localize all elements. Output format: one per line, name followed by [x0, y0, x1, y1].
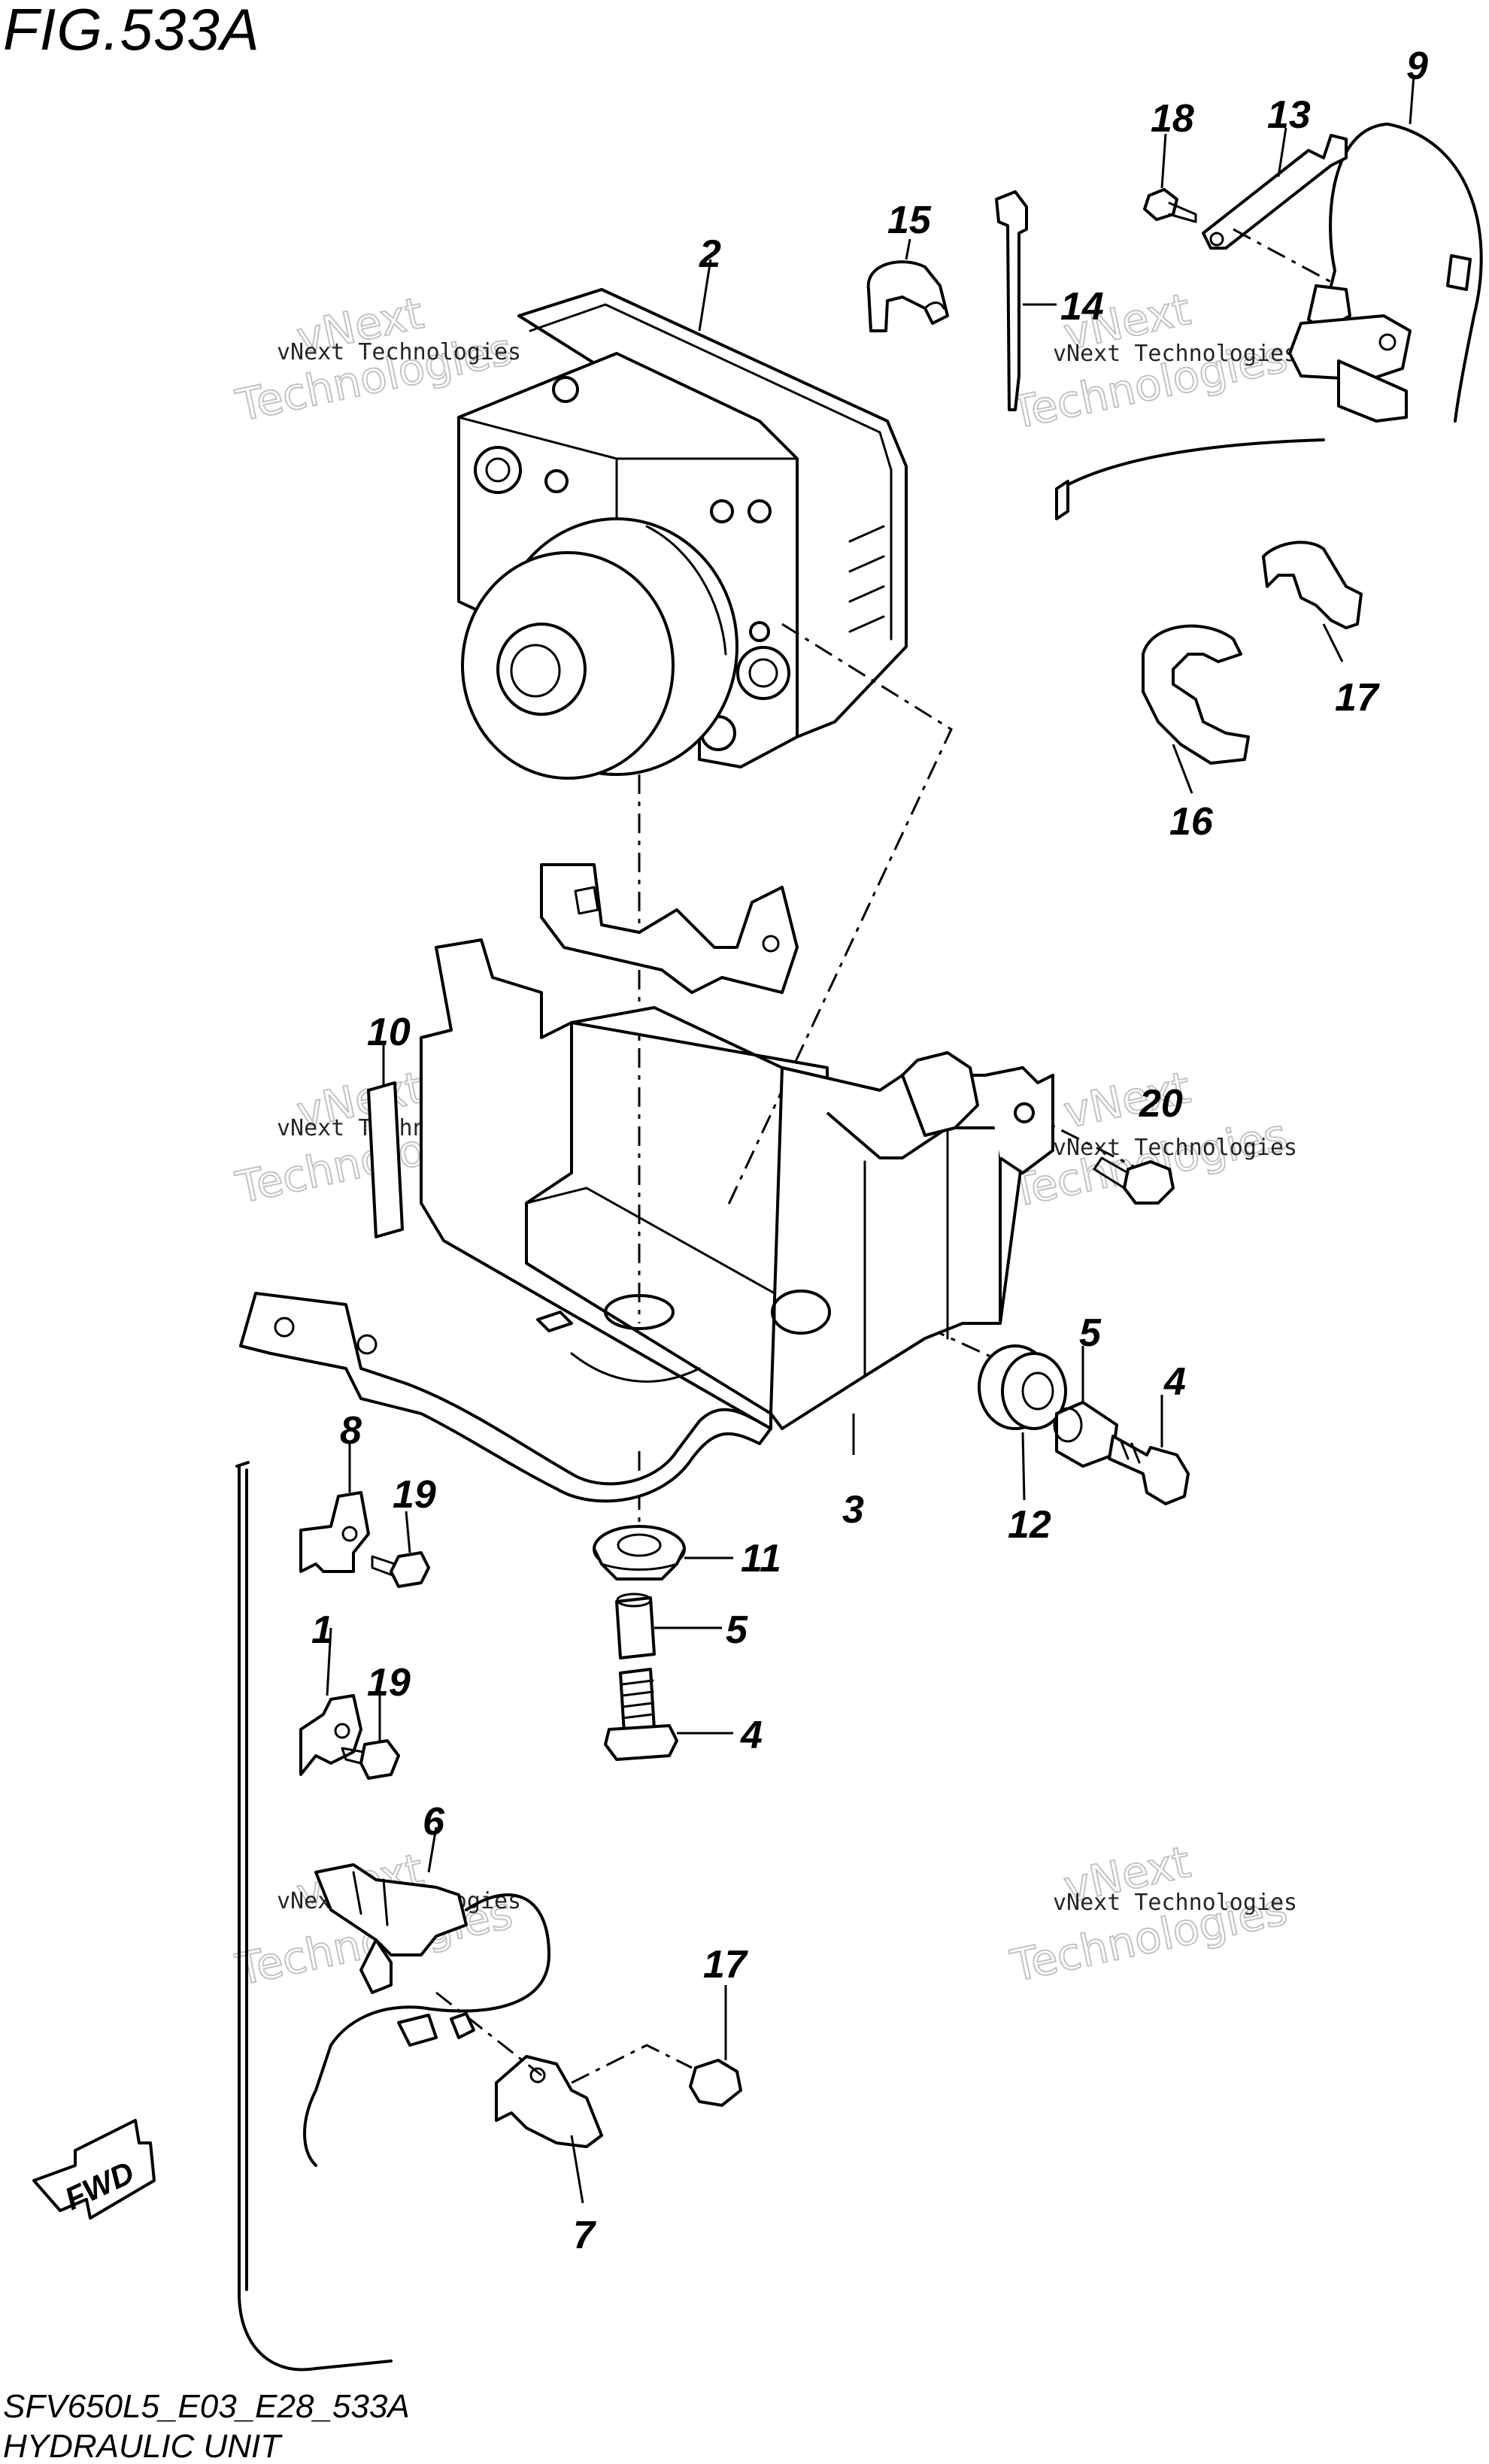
clamp-part-17-upper[interactable] — [1262, 541, 1363, 662]
callout-17b: 17 — [703, 1943, 748, 1987]
callout-8: 8 — [340, 1409, 362, 1453]
callout-6: 6 — [423, 1800, 445, 1844]
watermark-2: Technologies vNext vNext Technologies — [1005, 283, 1297, 440]
leader-15 — [905, 238, 911, 260]
callout-13: 13 — [1267, 93, 1311, 137]
clamp-part-13[interactable] — [1202, 134, 1348, 283]
callout-9: 9 — [1406, 44, 1428, 88]
bracket-part-3[interactable] — [239, 863, 1054, 1503]
callout-14: 14 — [1060, 285, 1104, 329]
strip-part-10[interactable] — [367, 1041, 404, 1238]
forward-arrow: FWD — [32, 2119, 156, 2220]
svg-text:vNext Technologies: vNext Technologies — [277, 339, 521, 365]
callout-4b: 4 — [740, 1714, 763, 1757]
watermark-6: Technologies vNext vNext Technologies — [1005, 1835, 1297, 1993]
clamp-part-1[interactable] — [299, 1627, 362, 1776]
clamp-part-7[interactable] — [435, 1991, 693, 2204]
bolt-part-18[interactable] — [1143, 133, 1197, 223]
hydraulic-unit-part-2[interactable] — [457, 288, 908, 780]
cable-tie-part-14[interactable] — [995, 190, 1057, 411]
bolt-part-19-lower[interactable] — [341, 1696, 400, 1780]
collar-part-5-lower[interactable] — [615, 1593, 722, 1659]
sensor-part-9[interactable] — [1055, 123, 1483, 520]
svg-text:vNext Technologies: vNext Technologies — [1053, 1890, 1297, 1916]
callout-16: 16 — [1169, 800, 1214, 844]
grommet-part-11[interactable] — [593, 1525, 733, 1581]
figure-code: SFV650L5_E03_E28_533A — [3, 2388, 410, 2425]
callout-1: 1 — [311, 1608, 333, 1652]
callout-3: 3 — [842, 1488, 864, 1532]
alignment-line-3 — [819, 1277, 1001, 1362]
leader-13 — [1277, 127, 1287, 177]
callout-5b: 5 — [726, 1608, 748, 1652]
callout-19a: 19 — [393, 1473, 436, 1517]
callout-18: 18 — [1151, 97, 1194, 141]
callout-5a: 5 — [1079, 1311, 1102, 1355]
leader-9 — [1409, 74, 1415, 125]
alignment-line-2 — [724, 623, 953, 1211]
figure-title: FIG.533A — [3, 0, 260, 62]
bolt-part-19-upper[interactable] — [371, 1511, 430, 1588]
clamp-part-8[interactable] — [299, 1444, 370, 1573]
leader-2 — [698, 259, 712, 332]
figure-name: HYDRAULIC UNIT — [3, 2428, 283, 2464]
bolt-part-4-upper[interactable] — [1108, 1395, 1190, 1505]
callout-4a: 4 — [1163, 1360, 1186, 1404]
callout-15: 15 — [887, 199, 932, 242]
svg-text:vNext Technologies: vNext Technologies — [1053, 341, 1297, 367]
bolt-part-4-lower[interactable] — [604, 1668, 733, 1761]
bolt-part-17-lower[interactable] — [689, 1985, 742, 2107]
clamp-part-16[interactable] — [1142, 624, 1250, 794]
callout-labels: 1 2 3 4 4 5 5 6 7 8 9 10 11 12 13 14 15 … — [311, 44, 1428, 2257]
callout-7: 7 — [573, 2214, 596, 2257]
callout-19b: 19 — [367, 1661, 411, 1705]
svg-text:vNext Technologies: vNext Technologies — [1053, 1135, 1297, 1161]
callout-2: 2 — [699, 232, 721, 276]
callout-11: 11 — [741, 1537, 781, 1581]
bolt-part-20[interactable] — [1093, 1156, 1175, 1205]
clamp-part-15[interactable] — [866, 260, 949, 332]
grommet-part-12[interactable] — [978, 1344, 1067, 1501]
sensor-part-6[interactable] — [303, 1826, 550, 2167]
callout-17a: 17 — [1335, 676, 1380, 720]
callout-20: 20 — [1139, 1082, 1183, 1126]
callout-12: 12 — [1008, 1503, 1051, 1547]
alignment-line-4 — [1026, 1111, 1148, 1174]
brake-line[interactable] — [235, 1461, 393, 2372]
callout-10: 10 — [367, 1011, 411, 1054]
